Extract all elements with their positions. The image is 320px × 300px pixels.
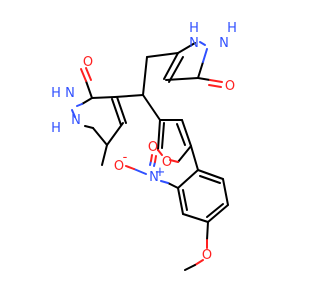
atom-label-oxygen: O: [114, 159, 124, 174]
bond: [92, 127, 108, 146]
bond: [209, 79, 223, 83]
bond: [197, 169, 224, 180]
bond: [163, 52, 179, 80]
atom-label-oxygen: O: [83, 55, 93, 70]
bond: [142, 56, 148, 96]
atom-label-hydrogen: H: [227, 21, 237, 36]
bond: [154, 155, 157, 163]
bond: [176, 123, 186, 146]
bond: [207, 204, 229, 223]
pyrazolone-ring-left: [71, 67, 127, 166]
bond: [146, 52, 179, 58]
bond: [208, 84, 222, 88]
bond: [167, 182, 179, 189]
bond: [133, 168, 147, 175]
bond: [157, 119, 161, 151]
bond: [177, 169, 199, 189]
bond: [161, 122, 165, 149]
atom-label-oxygen: O: [225, 79, 235, 94]
bond: [76, 103, 83, 107]
bond: [199, 41, 206, 46]
bond: [111, 98, 122, 126]
bond: [101, 144, 108, 166]
benzene-ring: [125, 145, 229, 271]
atom-label-nitrogen: N: [65, 86, 75, 101]
furan-ring: [157, 119, 192, 163]
atom-label-hydrogen: H: [189, 21, 199, 36]
bond: [182, 213, 209, 223]
atom-label-nitrogen: N: [149, 170, 159, 185]
bond: [206, 221, 209, 241]
bond: [177, 42, 196, 54]
bond: [184, 264, 196, 271]
bond: [116, 96, 127, 124]
bond: [91, 96, 116, 99]
bond: [125, 165, 135, 170]
bond: [197, 77, 211, 81]
bond: [106, 122, 124, 146]
atom-label-oxygen: O: [202, 248, 212, 263]
bond: [190, 145, 199, 171]
atom-charge-plus: +: [155, 165, 166, 180]
bond: [182, 189, 188, 211]
atom-label-nitrogen: N: [189, 36, 199, 51]
bond: [181, 119, 192, 147]
bond: [177, 187, 184, 215]
bond: [85, 80, 93, 99]
bond: [197, 61, 204, 79]
molecule-structure-diagram: H N H N O H N H N O O N + O - O O: [51, 21, 237, 271]
atom-label-hydrogen: H: [51, 86, 61, 101]
bond: [85, 67, 92, 81]
central-carbon: [114, 56, 161, 121]
bond: [222, 178, 229, 206]
bond: [150, 154, 153, 162]
atom-label-nitrogen: N: [219, 36, 229, 51]
atom-label-oxygen: O: [162, 155, 172, 170]
bond: [114, 94, 144, 98]
bond: [142, 94, 161, 121]
atom-labels: H N H N O H N H N O O N + O - O O: [51, 21, 237, 263]
bond: [160, 180, 169, 184]
bond: [202, 48, 208, 63]
bond: [157, 149, 163, 156]
atom-label-hydrogen: H: [51, 121, 61, 136]
bond: [84, 125, 94, 129]
pyrazolone-ring-right: [146, 41, 223, 88]
bond: [169, 159, 179, 163]
bond: [177, 145, 192, 163]
atom-charge-minus: -: [123, 150, 128, 165]
bond: [80, 68, 87, 82]
bond: [71, 109, 76, 118]
bond: [206, 203, 224, 218]
bond: [194, 259, 204, 266]
bond: [168, 56, 184, 83]
atom-label-oxygen: O: [148, 140, 158, 155]
bond: [199, 175, 221, 184]
bond: [81, 97, 93, 105]
atom-label-nitrogen: N: [71, 113, 81, 128]
bond: [165, 77, 199, 81]
